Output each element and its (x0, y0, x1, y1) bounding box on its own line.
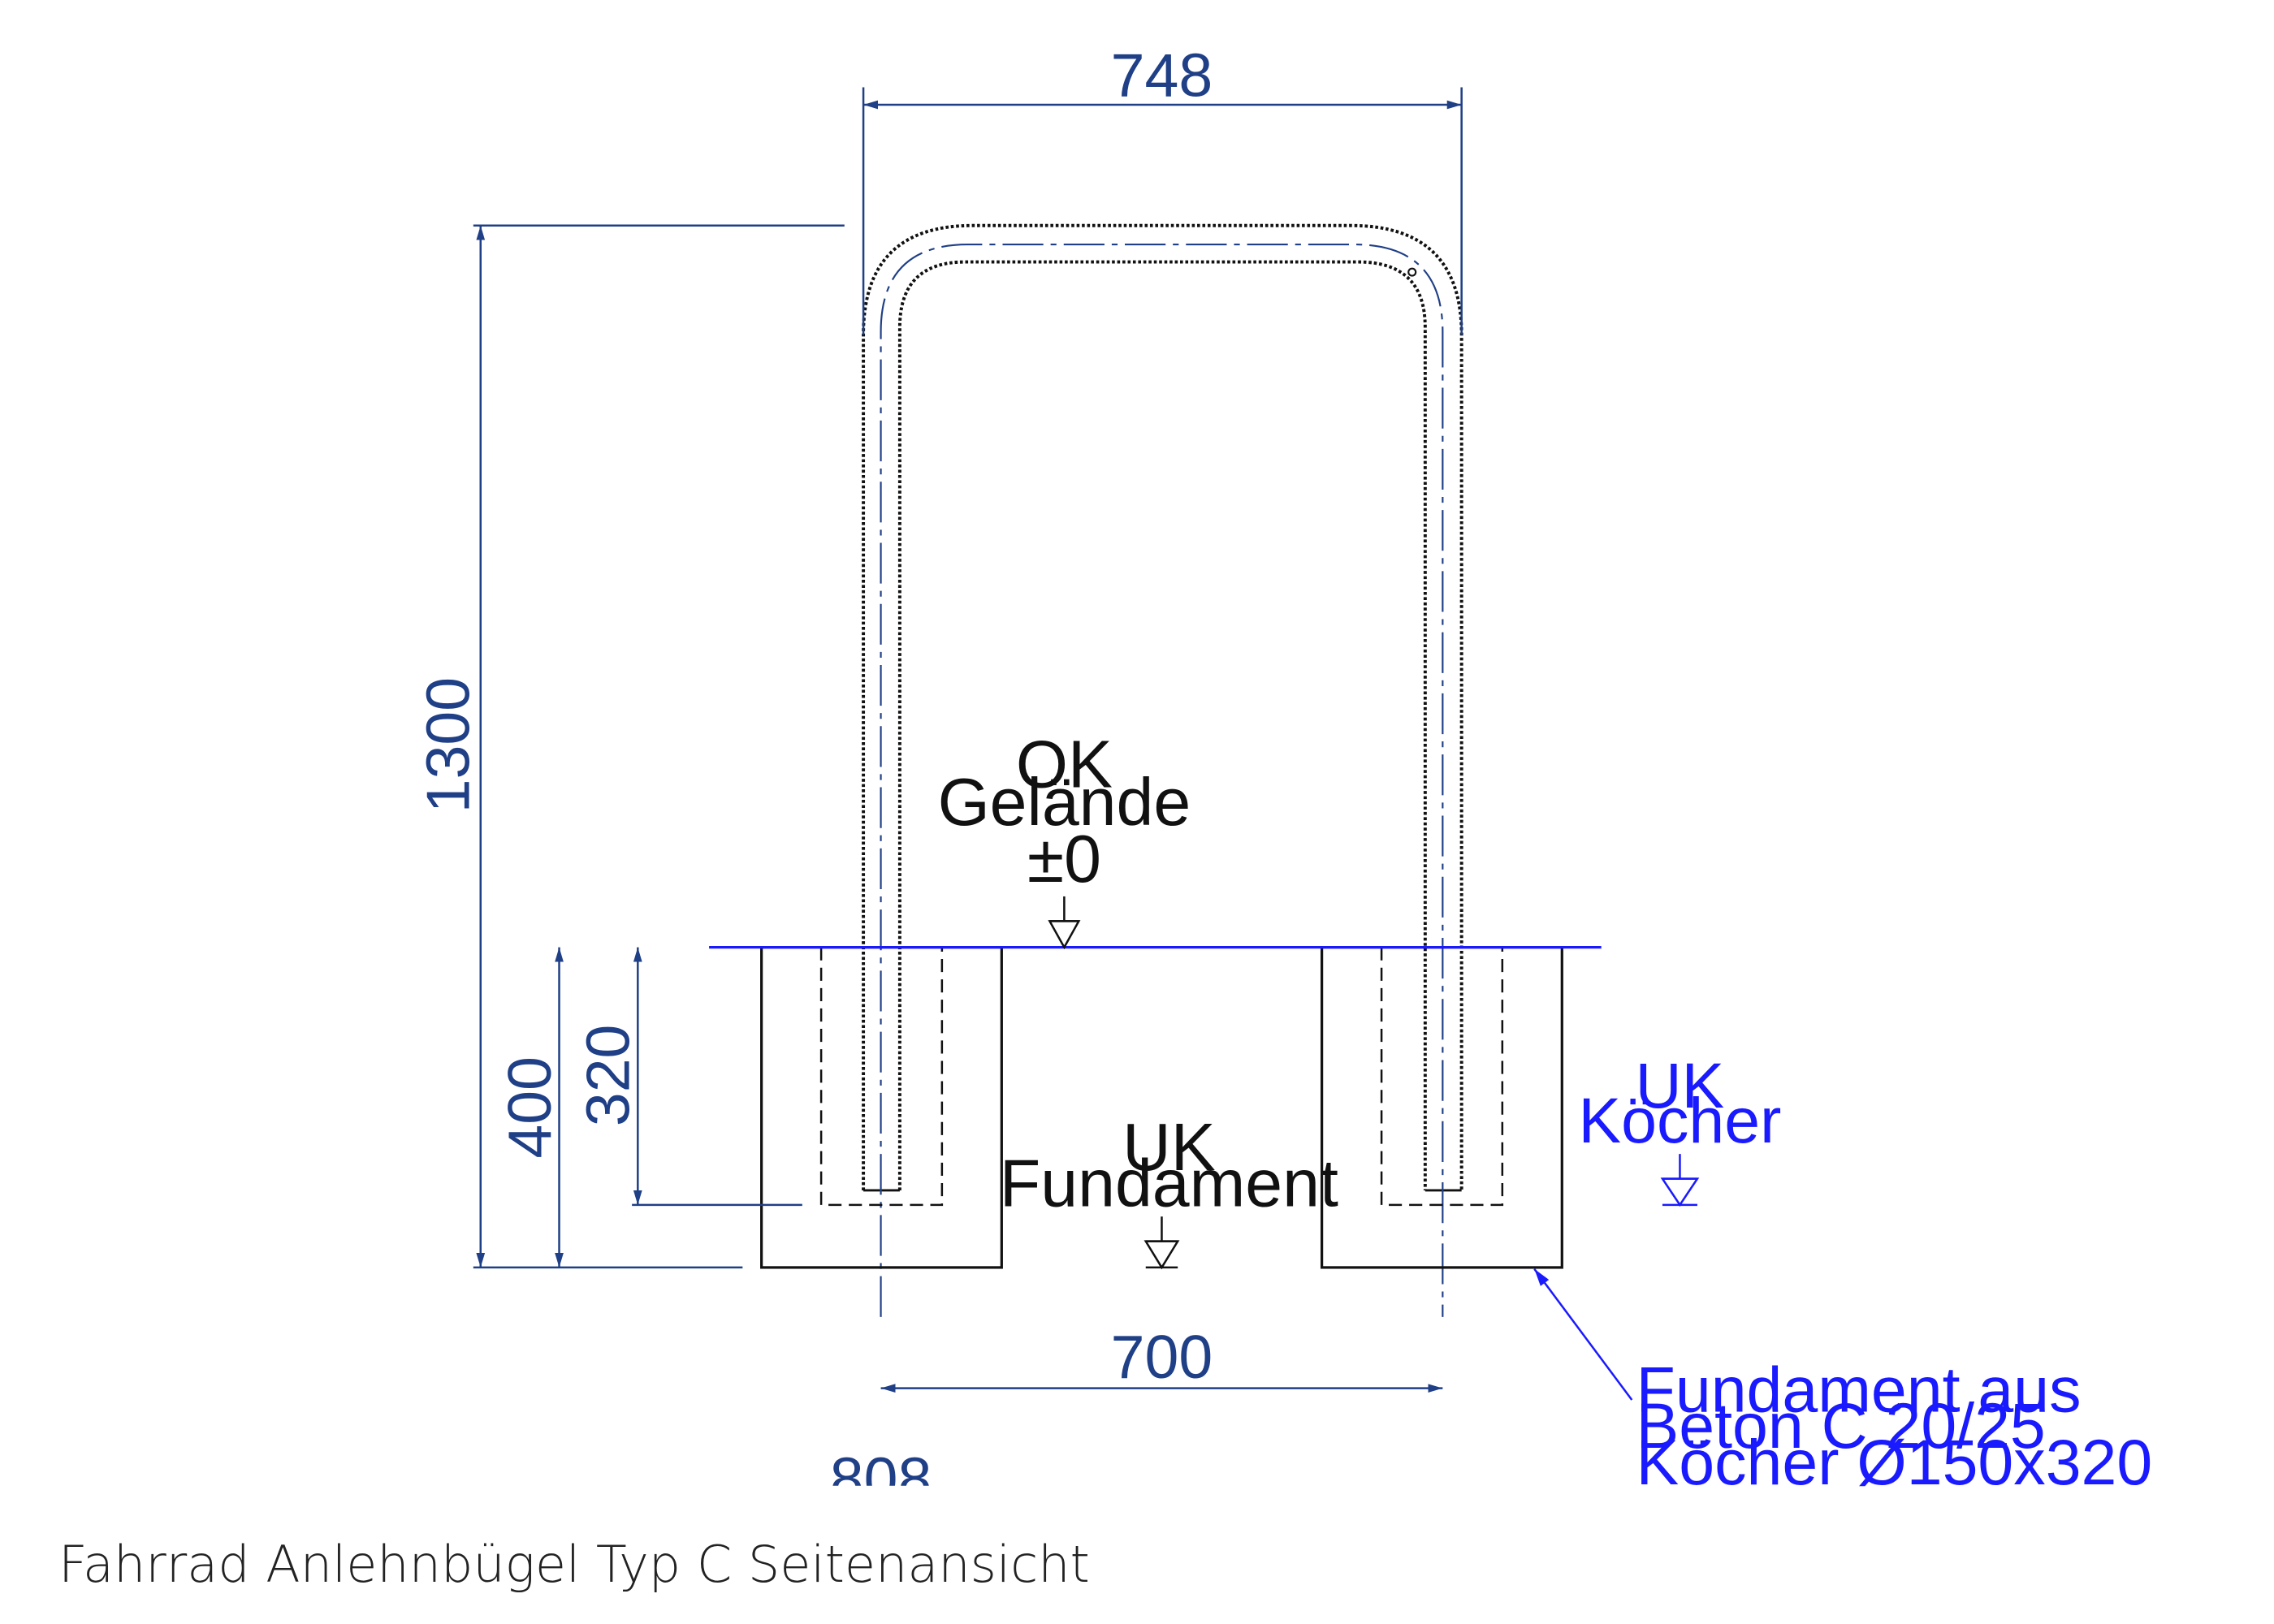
ground-label-value: ±0 (1027, 822, 1101, 896)
u-bar-outer-contour (862, 223, 1463, 1190)
ground-level-marker: OK Gelände ±0 (938, 728, 1191, 950)
u-bar-centerline (880, 244, 1444, 1317)
dim-top-width: 748 (1111, 41, 1213, 109)
u-bar (862, 223, 1463, 1317)
ground-label-line1: OK (1016, 728, 1113, 802)
cut-off-mask (815, 1485, 962, 1530)
note-line1: Fundament aus (1636, 1354, 2082, 1425)
ground-label-line2: Gelände (938, 765, 1191, 840)
dimensions (473, 87, 1463, 1393)
foundation-bottom-marker: UK Fundament (1000, 1110, 1338, 1270)
u-bar-drain-hole (1407, 267, 1417, 277)
sleeve-level-triangle-icon (1660, 1154, 1700, 1207)
note-line3: Köcher Ø150x320 (1636, 1427, 2153, 1498)
dim-foundation-depth: 400 (495, 1056, 564, 1159)
foundation-label-line1: UK (1122, 1110, 1216, 1185)
sleeve-left (819, 947, 944, 1207)
dim-sleeve-depth: 320 (574, 1025, 642, 1127)
note-line2: Beton C 20/25 (1636, 1390, 2046, 1462)
foundation-label-line2: Fundament (1000, 1147, 1338, 1221)
drawing-caption: Fahrrad Anlehnbügel Typ C Seitenansicht (58, 1535, 1090, 1594)
foundation-note: Fundament aus Beton C 20/25 Köcher Ø150x… (1533, 1268, 2153, 1498)
ground-level-triangle-icon (1048, 896, 1081, 950)
sleeve-label-line2: Köcher (1579, 1085, 1782, 1156)
foundation-level-triangle-icon (1143, 1216, 1180, 1270)
sleeve-label-line1: UK (1636, 1050, 1725, 1121)
dim-total-height: 1300 (413, 677, 482, 813)
sleeve-right (1380, 947, 1504, 1207)
sleeve-bottom-marker: UK Köcher (1579, 1050, 1782, 1207)
u-bar-inner-contour (897, 260, 1427, 1190)
dim-base-spacing: 700 (1111, 1323, 1213, 1391)
note-leader-line (1533, 1268, 1633, 1401)
